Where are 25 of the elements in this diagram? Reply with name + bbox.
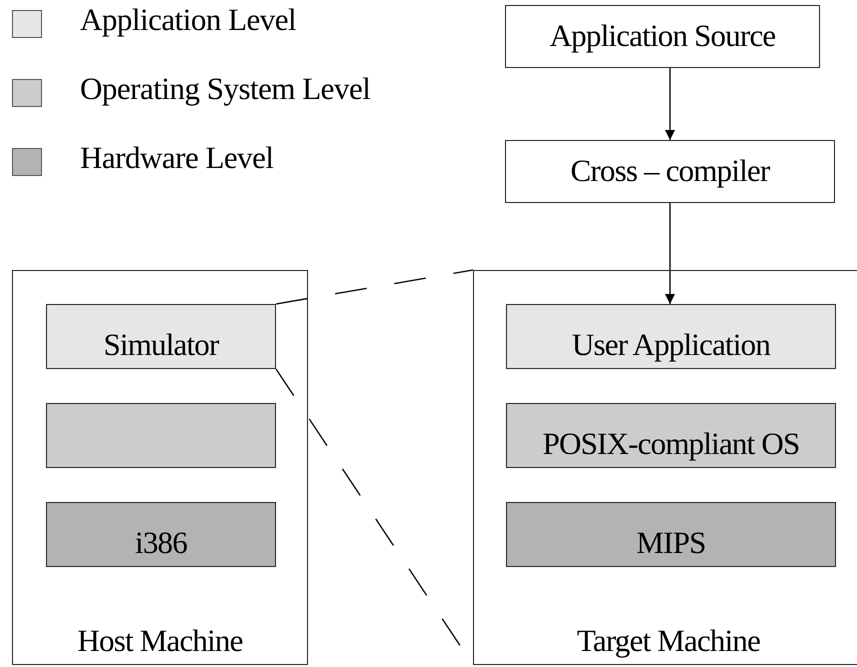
layer-box: [506, 502, 836, 567]
legend-label: Hardware Level: [80, 141, 274, 176]
layer-box: [46, 403, 276, 468]
layer-label: i386: [134, 526, 188, 560]
legend-label: Application Level: [80, 3, 296, 38]
machine-label: Target Machine: [576, 624, 762, 658]
arrow: [665, 203, 675, 304]
layer-box: [46, 304, 276, 369]
layer-box: [46, 502, 276, 567]
layer-label: MIPS: [635, 526, 707, 560]
machine-box: [473, 270, 857, 665]
zoom-line: [276, 269, 474, 305]
layer-box: [505, 140, 835, 203]
layer-box: [506, 304, 836, 369]
machine-label: Host Machine: [76, 624, 244, 658]
layer-box: [506, 403, 836, 468]
layer-label: Application Source: [550, 19, 776, 54]
layer-label: POSIX-compliant OS: [542, 426, 800, 461]
machine-box: [12, 270, 308, 665]
layer-label: User Application: [570, 328, 772, 362]
arrow: [665, 68, 675, 140]
layer-label: Simulator: [102, 328, 220, 362]
legend-label: Operating System Level: [80, 72, 370, 106]
layer-label: Cross – compiler: [570, 154, 770, 189]
layer-box: [505, 5, 820, 68]
